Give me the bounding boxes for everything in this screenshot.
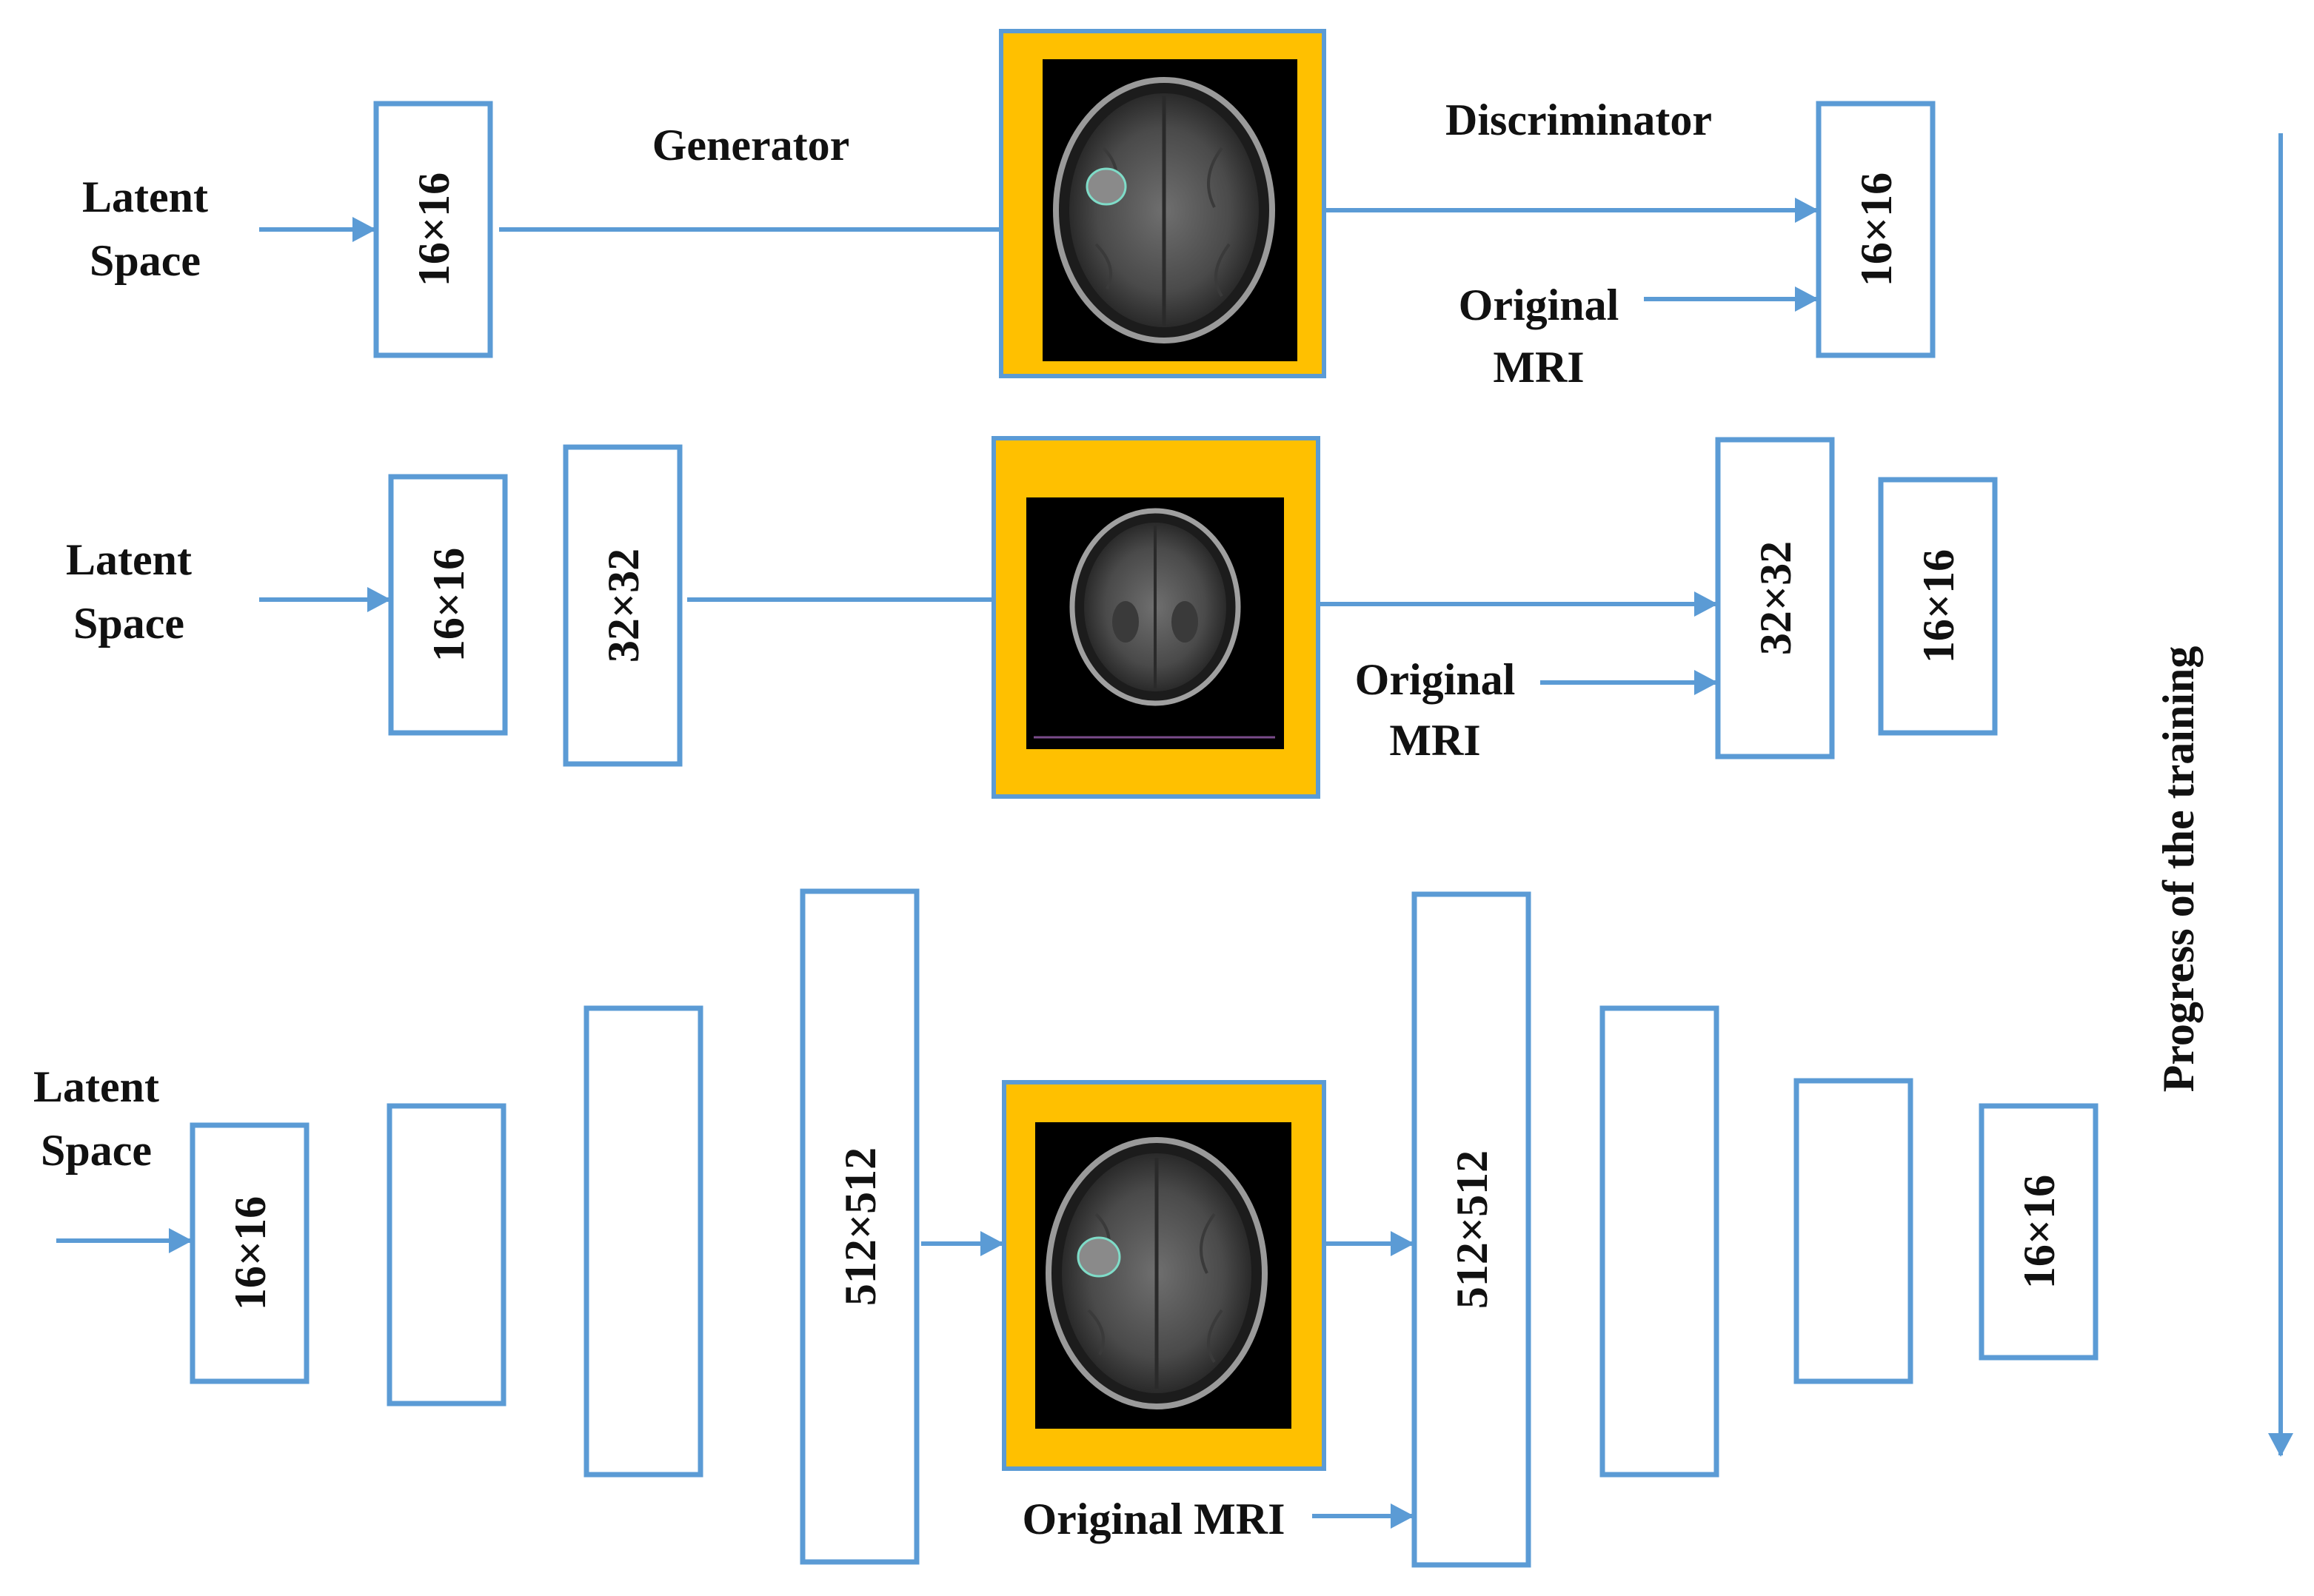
row2-disc-block-16-label: 16×16 [1914, 549, 1963, 663]
row1-latent-label: Latent [82, 172, 208, 221]
row2-mri-scan-image [1034, 508, 1275, 739]
row3-discriminator-block-16 [1979, 1103, 2099, 1361]
row2-discriminator-block-16 [1878, 477, 1998, 736]
row1-gen-block-16-label: 16×16 [409, 172, 458, 286]
row1-discriminator-block-16 [1816, 101, 1936, 358]
generator-label: Generator [652, 121, 850, 170]
row3-disc-block-512-label: 512×512 [1448, 1150, 1497, 1309]
row2-generator-block-16 [388, 474, 508, 736]
row1-generator-block-16 [373, 101, 493, 358]
row2-generator-block-32 [563, 444, 683, 767]
row3-latent-label: Latent [33, 1062, 159, 1111]
row1-generated-mri-frame [999, 29, 1326, 378]
progress-label: Progress of the training [2154, 646, 2203, 1093]
row3-generator-block-b [583, 1005, 703, 1478]
row1-disc-block-16-label: 16×16 [1852, 172, 1901, 286]
row3-space-label: Space [41, 1126, 152, 1175]
row3-discriminator-block-a [1599, 1005, 1719, 1478]
row2-gen-block-16-label: 16×16 [424, 548, 473, 662]
row3-generator-block-512 [800, 888, 920, 1565]
row3-discriminator-block-b [1793, 1078, 1913, 1384]
row2-generated-mri-frame [992, 436, 1320, 799]
row2-mri-label: MRI [1389, 716, 1480, 765]
row3-gen-block-512-label: 512×512 [836, 1147, 885, 1306]
row3-generator-block-16 [190, 1122, 310, 1384]
row2-original-label: Original [1355, 655, 1516, 704]
row1-mri-scan-image [1053, 77, 1275, 343]
row2-gen-block-32-label: 32×32 [599, 549, 648, 663]
row3-gen-block-16-label: 16×16 [226, 1196, 275, 1310]
row1-mri-label: MRI [1493, 343, 1584, 392]
row2-space-label: Space [73, 599, 184, 648]
row2-disc-block-32-label: 32×32 [1751, 541, 1800, 655]
row3-original-mri-label: Original MRI [1023, 1495, 1285, 1543]
row3-mri-scan-image [1046, 1137, 1268, 1409]
discriminator-label: Discriminator [1445, 95, 1712, 144]
row3-discriminator-block-512 [1411, 891, 1531, 1568]
row2-latent-label: Latent [66, 535, 192, 584]
row3-generated-mri-frame [1002, 1080, 1326, 1471]
row1-space-label: Space [90, 236, 201, 285]
row2-discriminator-block-32 [1715, 437, 1835, 760]
row3-generator-block-a [387, 1103, 506, 1406]
row1-original-label: Original [1459, 281, 1619, 329]
row3-disc-block-16-label: 16×16 [2015, 1175, 2064, 1289]
